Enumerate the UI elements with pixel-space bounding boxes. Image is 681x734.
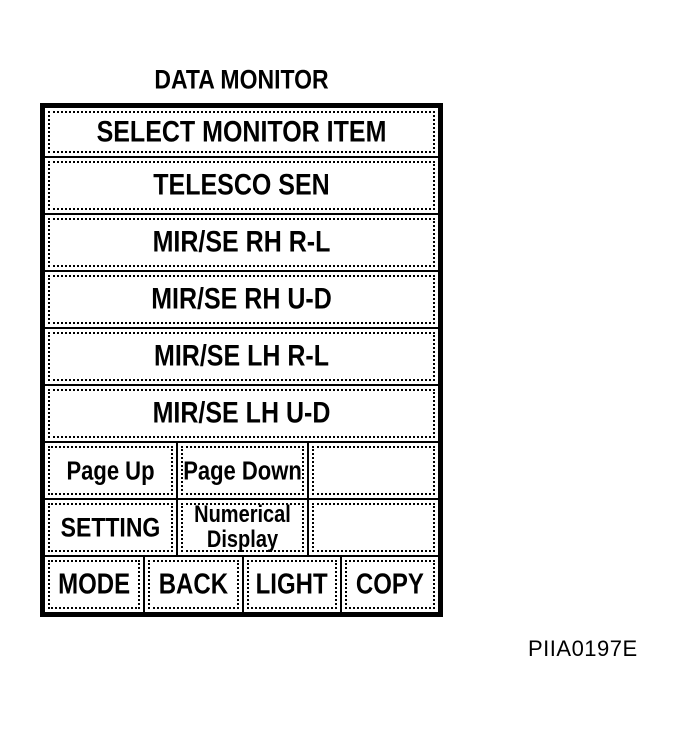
monitor-item-row: MIR/SE RH U-D — [45, 272, 438, 329]
paging-row: Page Up Page Down — [45, 443, 438, 500]
monitor-item-telesco-sen[interactable]: TELESCO SEN — [45, 158, 438, 213]
empty-cell — [307, 500, 438, 555]
mode-label: MODE — [58, 567, 131, 600]
setting-button[interactable]: SETTING — [45, 500, 176, 555]
panel-title: DATA MONITOR — [40, 63, 443, 95]
page-down-label: Page Down — [183, 455, 302, 485]
back-button[interactable]: BACK — [143, 557, 242, 612]
page-up-label: Page Up — [66, 455, 155, 485]
setting-row: SETTING Numerical Display — [45, 500, 438, 557]
page-down-button[interactable]: Page Down — [176, 443, 307, 498]
monitor-item-label: MIR/SE LH U-D — [152, 396, 331, 430]
setting-label: SETTING — [60, 511, 161, 543]
copy-label: COPY — [355, 567, 424, 600]
data-monitor-panel: SELECT MONITOR ITEM TELESCO SEN MIR/SE R… — [40, 103, 443, 617]
empty-cell — [307, 443, 438, 498]
monitor-item-mir-se-lh-r-l[interactable]: MIR/SE LH R-L — [45, 329, 438, 384]
monitor-item-label: MIR/SE LH R-L — [154, 339, 329, 373]
copy-button[interactable]: COPY — [339, 557, 438, 612]
page-up-button[interactable]: Page Up — [45, 443, 176, 498]
figure-code: PIIA0197E — [528, 636, 638, 661]
select-monitor-item-header: SELECT MONITOR ITEM — [45, 108, 438, 156]
monitor-item-mir-se-lh-u-d[interactable]: MIR/SE LH U-D — [45, 386, 438, 441]
numerical-display-button[interactable]: Numerical Display — [176, 500, 307, 555]
light-label: LIGHT — [255, 567, 328, 600]
function-key-row: MODE BACK LIGHT COPY — [45, 557, 438, 612]
monitor-item-label: MIR/SE RH U-D — [151, 282, 332, 316]
monitor-item-mir-se-rh-r-l[interactable]: MIR/SE RH R-L — [45, 215, 438, 270]
monitor-item-mir-se-rh-u-d[interactable]: MIR/SE RH U-D — [45, 272, 438, 327]
monitor-item-row: MIR/SE LH R-L — [45, 329, 438, 386]
monitor-item-row: MIR/SE RH R-L — [45, 215, 438, 272]
monitor-item-row: TELESCO SEN — [45, 158, 438, 215]
monitor-item-label: TELESCO SEN — [153, 168, 330, 202]
monitor-item-label: MIR/SE RH R-L — [152, 225, 331, 259]
panel-title-label: DATA MONITOR — [154, 63, 329, 95]
light-button[interactable]: LIGHT — [241, 557, 340, 612]
header-row: SELECT MONITOR ITEM — [45, 108, 438, 158]
select-monitor-item-label: SELECT MONITOR ITEM — [96, 114, 387, 148]
monitor-item-row: MIR/SE LH U-D — [45, 386, 438, 443]
numerical-display-label: Numerical Display — [194, 501, 291, 553]
back-label: BACK — [158, 567, 229, 600]
mode-button[interactable]: MODE — [45, 557, 144, 612]
